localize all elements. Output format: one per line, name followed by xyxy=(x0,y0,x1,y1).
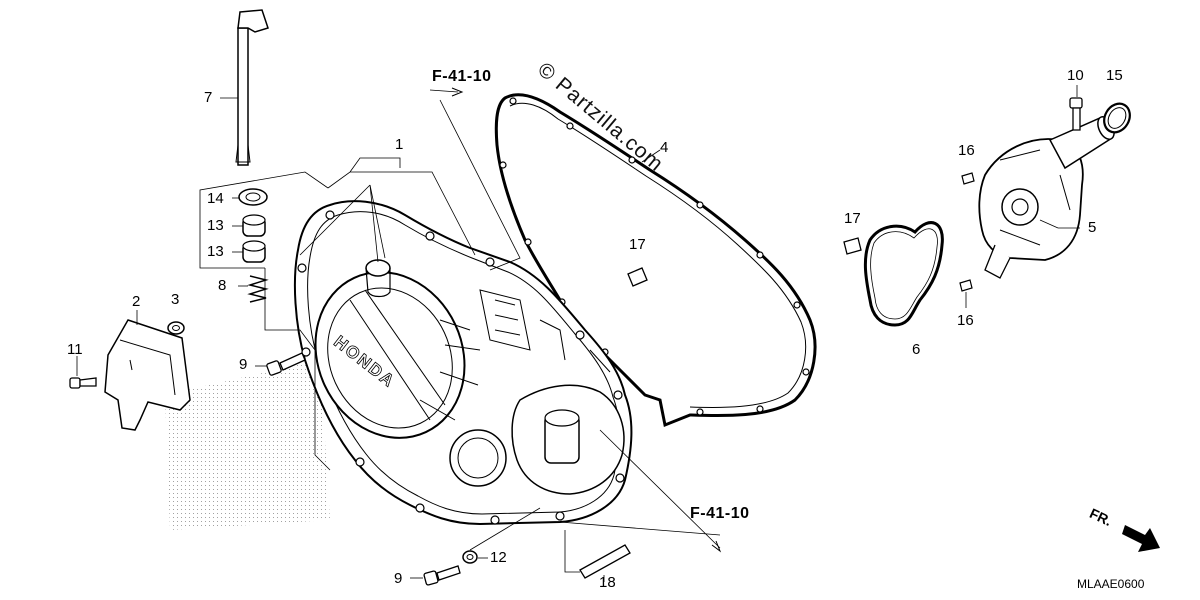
leaders-1 xyxy=(299,184,386,263)
arrow-f4110-top xyxy=(451,87,464,97)
washer-12-hole xyxy=(466,554,474,560)
pump-lower-outlet xyxy=(984,244,1011,279)
callout-18[interactable]: 18 xyxy=(599,574,616,591)
spring xyxy=(247,275,269,303)
washer-3 xyxy=(167,321,185,335)
leader-4 xyxy=(641,149,661,163)
o-ring-15 xyxy=(1103,102,1131,134)
generator-boss-inner xyxy=(457,437,499,479)
dipstick-tip xyxy=(235,144,251,163)
dowel-pipe xyxy=(579,544,631,579)
diagram-code: MLAAE0600 xyxy=(1077,577,1145,591)
leader-5b xyxy=(1039,219,1059,229)
cover-shading xyxy=(165,360,330,530)
leader-18 xyxy=(564,530,605,582)
dipstick xyxy=(237,27,249,166)
dome-ribs xyxy=(349,289,481,421)
pump-shaft-top xyxy=(544,409,580,427)
oil-filler xyxy=(365,259,391,277)
dowel-pin-16-bottom xyxy=(959,279,973,292)
callout-8[interactable]: 8 xyxy=(218,277,227,294)
callout-12[interactable]: 12 xyxy=(490,549,507,566)
callout-6[interactable]: 6 xyxy=(912,341,921,358)
callout-2[interactable]: 2 xyxy=(132,293,141,310)
callout-1[interactable]: 1 xyxy=(395,136,404,153)
bolt-10 xyxy=(1069,97,1083,131)
clutch-dome-inner xyxy=(327,287,453,429)
reference-f-41-10-bottom[interactable]: F-41-10 xyxy=(690,505,750,522)
callout-16-lower[interactable]: 16 xyxy=(957,312,974,329)
group-bracket-1 xyxy=(199,157,476,269)
leader-f4110-bottom xyxy=(559,429,721,549)
dowel-pin-center xyxy=(627,267,648,287)
callout-9-upper[interactable]: 9 xyxy=(239,356,248,373)
callout-13-upper[interactable]: 13 xyxy=(207,217,224,234)
callout-10[interactable]: 10 xyxy=(1067,67,1084,84)
oil-filler-neck xyxy=(365,267,391,298)
callout-17-center[interactable]: 17 xyxy=(629,236,646,253)
callout-15[interactable]: 15 xyxy=(1106,67,1123,84)
oil-seal xyxy=(238,188,268,206)
fr-arrow-icon xyxy=(1122,525,1160,552)
callout-5[interactable]: 5 xyxy=(1088,219,1097,236)
o-ring-inner xyxy=(870,228,938,320)
callout-16-upper[interactable]: 16 xyxy=(958,142,975,159)
o-ring xyxy=(863,221,944,327)
callout-13-lower[interactable]: 13 xyxy=(207,243,224,260)
callout-9-lower[interactable]: 9 xyxy=(394,570,403,587)
callout-3[interactable]: 3 xyxy=(171,291,180,308)
callout-17-right[interactable]: 17 xyxy=(844,210,861,227)
pump-ribs xyxy=(999,149,1071,246)
bolt-9-upper xyxy=(266,352,306,376)
bracket-cover xyxy=(104,319,191,431)
callout-4[interactable]: 4 xyxy=(660,139,669,156)
reference-f-41-10-top[interactable]: F-41-10 xyxy=(432,68,492,85)
o-ring-15-inner xyxy=(1107,107,1127,129)
bolt-9-lower xyxy=(423,565,461,586)
bearing-bottom-face xyxy=(242,240,266,252)
oil-seal-inner xyxy=(245,192,261,202)
leader-12-up xyxy=(469,507,541,551)
dowel-pin-16-top xyxy=(961,172,975,185)
bracket-cover-detail xyxy=(119,339,176,396)
callout-7[interactable]: 7 xyxy=(204,89,213,106)
callout-11[interactable]: 11 xyxy=(67,341,83,358)
leader-f4110-top xyxy=(429,89,521,271)
cover-details xyxy=(479,289,611,373)
dowel-pin-right xyxy=(843,237,862,255)
gasket xyxy=(494,93,817,428)
washer-12 xyxy=(462,550,478,564)
dipstick-handle xyxy=(237,9,269,33)
gasket-bolt-holes xyxy=(499,97,810,416)
bolt-11 xyxy=(69,377,97,389)
arrow-f4110-bottom xyxy=(711,540,722,553)
cover-bolt-bosses xyxy=(297,210,625,525)
leader-bracket-8 xyxy=(264,268,331,471)
washer-3-hole xyxy=(172,325,180,331)
callout-14[interactable]: 14 xyxy=(207,190,224,207)
pump-impeller-hub xyxy=(1011,198,1029,216)
bearing-top-face xyxy=(242,214,266,226)
